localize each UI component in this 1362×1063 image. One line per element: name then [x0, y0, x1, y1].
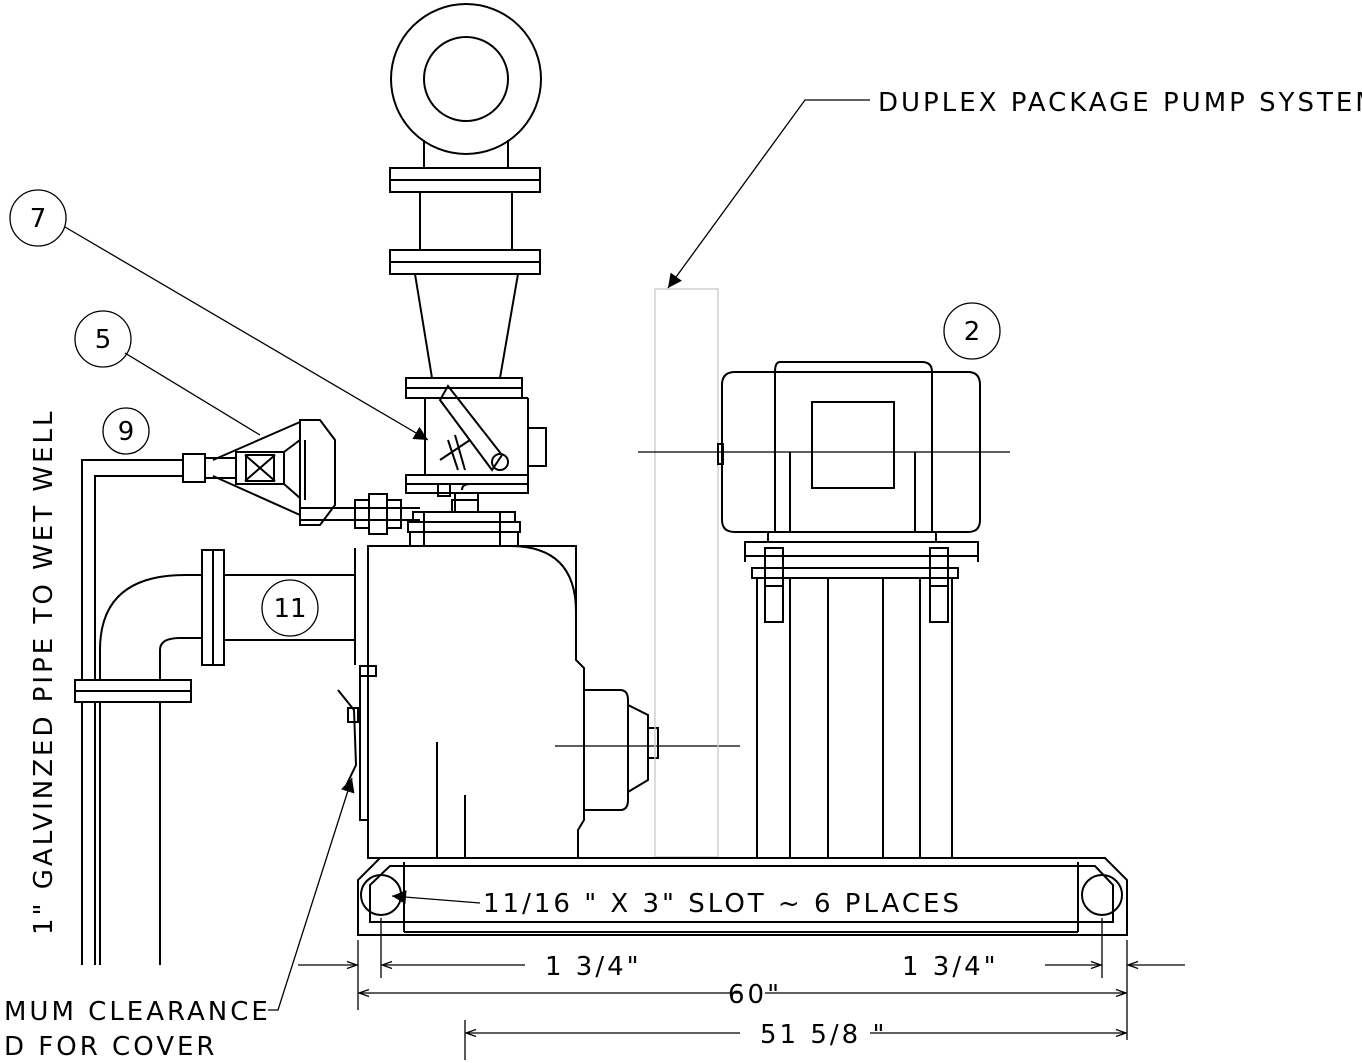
dim-left-edge: 1 3/4": [545, 952, 642, 982]
callout-11: 11: [261, 579, 319, 637]
wet-well-tubing: [81, 459, 183, 965]
pipe-label: 1" GALVINZED PIPE TO WET WELL: [29, 409, 59, 935]
dimension-lines: [298, 918, 1185, 1060]
discharge-assembly: [389, 3, 542, 399]
dim-center: 51 5/8 ": [760, 1020, 887, 1050]
slot-label: 11/16 " X 3" SLOT ~ 6 PLACES: [483, 889, 962, 919]
callout-2-number: 2: [964, 317, 981, 347]
callout-2: 2: [943, 302, 1001, 360]
check-valve: [405, 384, 547, 497]
callout-7: 7: [9, 189, 67, 247]
base-frame: [357, 857, 1128, 936]
duplex-label: DUPLEX PACKAGE PUMP SYSTEM: [878, 88, 1362, 118]
callout-5-number: 5: [95, 325, 112, 355]
callout-9: 9: [102, 407, 150, 455]
callout-9-number: 9: [118, 417, 135, 447]
leader-lines: [64, 99, 870, 1011]
callout-7-number: 7: [30, 204, 47, 234]
callout-5: 5: [74, 310, 132, 368]
reference-box: [654, 288, 719, 858]
pump-casing: [337, 545, 740, 859]
motor: [638, 361, 1010, 562]
air-release-valve: [182, 419, 420, 535]
clearance-label-line2: D FOR COVER: [4, 1032, 217, 1062]
callout-11-number: 11: [273, 594, 306, 624]
clearance-label-line1: MUM CLEARANCE: [4, 997, 271, 1027]
dim-overall: 60": [728, 980, 782, 1010]
dim-right-edge: 1 3/4": [902, 952, 999, 982]
motor-stand: [751, 547, 959, 858]
suction-pipe: [74, 548, 356, 965]
